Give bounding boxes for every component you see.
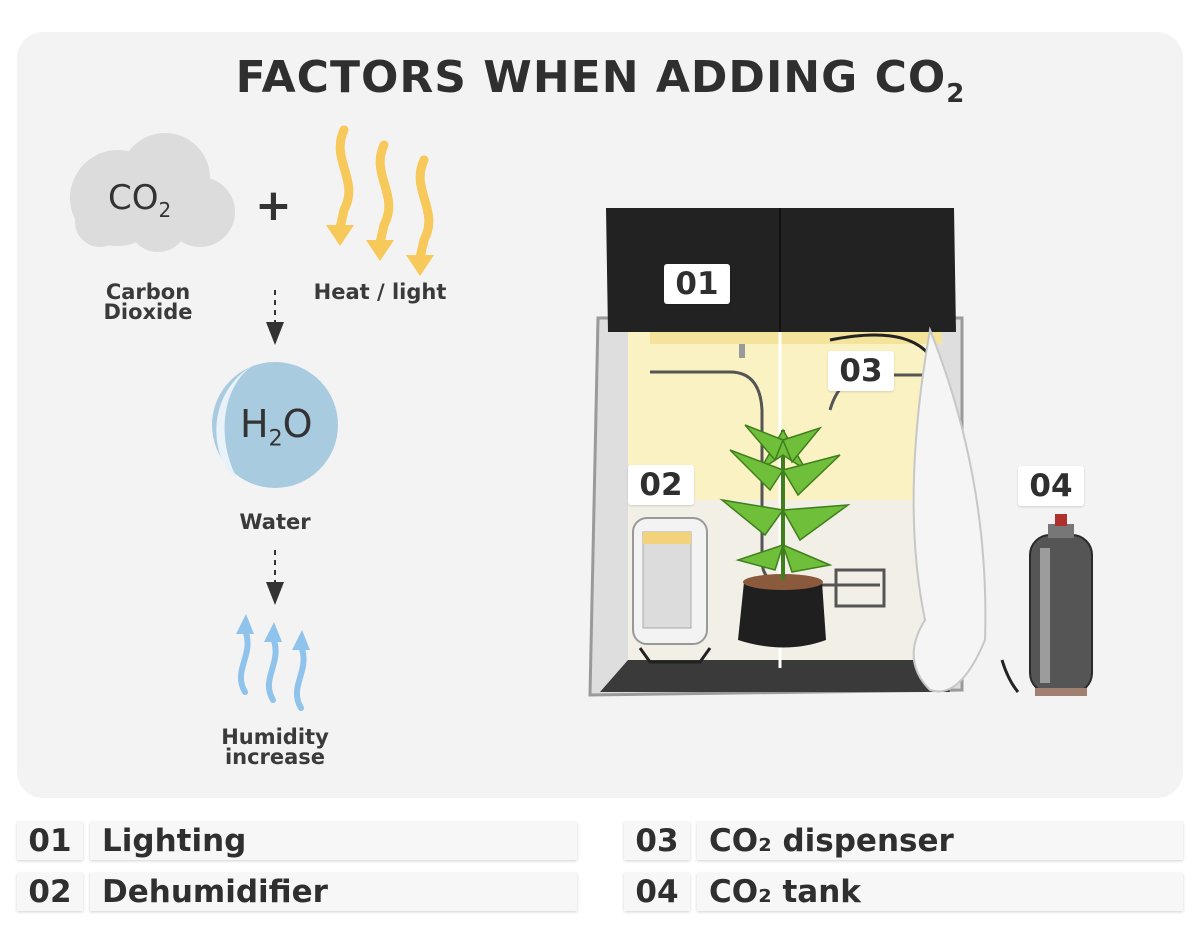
legend-num-04: 04 — [624, 873, 690, 911]
water-caption: Water — [239, 510, 311, 534]
co2-tank-icon — [1000, 514, 1093, 696]
tent-label-04: 04 — [1018, 466, 1084, 506]
plus-sign: + — [255, 180, 292, 231]
tent-label-01: 01 — [664, 264, 730, 304]
legend-text-dehumidifier: Dehumidifier — [90, 873, 577, 911]
h2o-formula: H2O — [240, 402, 313, 452]
page-title: FACTORS WHEN ADDING CO2 — [235, 52, 966, 109]
cloud-icon — [70, 133, 235, 252]
down-arrow-icon — [266, 290, 284, 345]
legend-text-co2-dispenser: CO₂ dispenser — [697, 822, 1183, 860]
water-drop-icon — [212, 362, 338, 488]
heat-wave-icon — [335, 125, 434, 263]
dehumidifier-icon — [632, 517, 712, 664]
legend-num-01: 01 — [17, 822, 83, 860]
legend-num-03: 03 — [624, 822, 690, 860]
co2-formula: CO2 — [108, 178, 172, 222]
heat-caption: Heat / light — [313, 280, 447, 304]
tent-label-03: 03 — [828, 351, 894, 391]
legend-text-co2-tank: CO₂ tank — [697, 873, 1183, 911]
legend-num-02: 02 — [17, 873, 83, 911]
humidity-arrow-icon — [237, 627, 307, 711]
plant-icon — [719, 424, 851, 580]
down-arrow-icon — [266, 550, 284, 605]
legend-text-lighting: Lighting — [90, 822, 577, 860]
tent-label-02: 02 — [628, 465, 694, 505]
